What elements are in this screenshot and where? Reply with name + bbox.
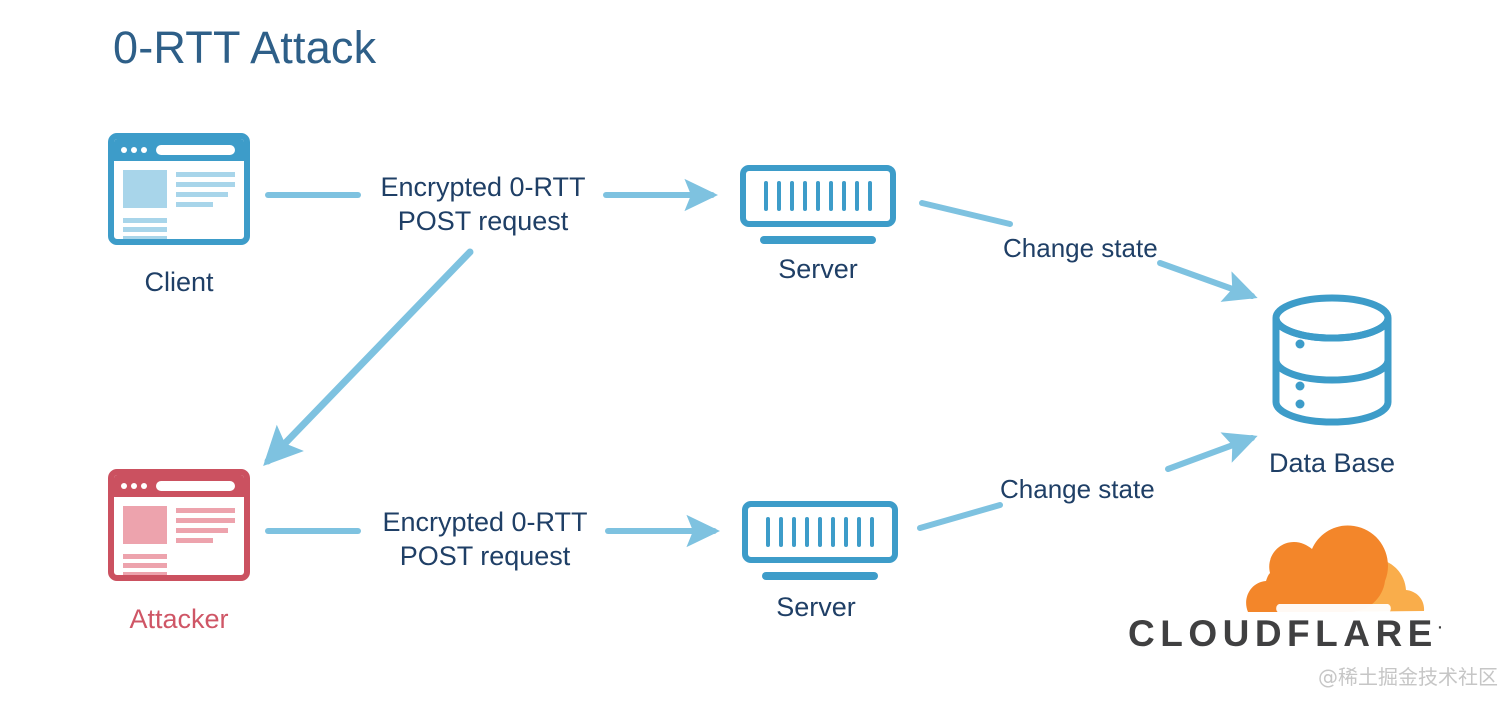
- server-chassis: [742, 501, 898, 563]
- browser-titlebar: [114, 139, 244, 161]
- attacker-browser-window-icon: [108, 469, 250, 581]
- browser-content: [114, 497, 244, 548]
- flow-label-line2: POST request: [397, 206, 569, 236]
- window-dot-red-icon: [121, 147, 127, 153]
- content-text-lines: [176, 170, 235, 212]
- database-label: Data Base: [1268, 448, 1396, 478]
- connector-server-bottom-to-db-a: [917, 502, 1003, 531]
- browser-titlebar: [114, 475, 244, 497]
- server-stand: [760, 236, 876, 244]
- window-dot-yellow-icon: [131, 483, 137, 489]
- browser-content: [114, 161, 244, 212]
- cloudflare-trademark-mark: ·: [1437, 619, 1443, 637]
- flow-label-line1: Encrypted 0-RTT: [382, 507, 588, 537]
- server-rack-icon-top: [740, 165, 896, 244]
- window-dot-yellow-icon: [131, 147, 137, 153]
- client-browser-window-icon: [108, 133, 250, 245]
- content-subtext-lines: [114, 548, 176, 575]
- watermark-text: @稀土掘金技术社区: [1318, 665, 1498, 689]
- content-subtext-lines: [114, 212, 176, 239]
- browser-address-bar: [156, 145, 235, 155]
- window-dot-green-icon: [141, 147, 147, 153]
- content-thumbnail: [123, 506, 167, 544]
- cloudflare-wordmark-text: CLOUDFLARE: [1128, 613, 1438, 654]
- server-rack-icon-bottom: [742, 501, 898, 580]
- flow-label-line1: Encrypted 0-RTT: [380, 172, 586, 202]
- cloudflare-wordmark: CLOUDFLARE·: [1128, 613, 1443, 655]
- window-dot-green-icon: [141, 483, 147, 489]
- database-cylinder-icon: [1272, 294, 1392, 426]
- window-dot-red-icon: [121, 483, 127, 489]
- connector-server-top-to-db-a: [919, 200, 1013, 227]
- cloudflare-cloud-icon: [1246, 525, 1425, 613]
- database-indicator-dots: [1295, 339, 1305, 409]
- server-top-label: Server: [778, 254, 858, 284]
- client-label: Client: [144, 267, 214, 297]
- flow-label-server-top-to-db: Change state: [1003, 233, 1158, 263]
- flow-label-attacker-to-server: Encrypted 0-RTT POST request: [365, 505, 605, 573]
- flow-label-line2: POST request: [399, 541, 571, 571]
- attacker-label: Attacker: [129, 604, 229, 634]
- server-stand: [762, 572, 878, 580]
- connector-server-top-to-db-b: [1157, 260, 1258, 302]
- connector-server-bottom-to-db-b: [1165, 432, 1258, 472]
- page-title: 0-RTT Attack: [113, 22, 377, 73]
- content-text-lines: [176, 506, 235, 548]
- flow-label-client-to-server: Encrypted 0-RTT POST request: [363, 170, 603, 238]
- server-bottom-label: Server: [776, 592, 856, 622]
- browser-address-bar: [156, 481, 235, 491]
- server-chassis: [740, 165, 896, 227]
- content-thumbnail: [123, 170, 167, 208]
- flow-label-server-bottom-to-db: Change state: [1000, 474, 1155, 504]
- connector-client-to-attacker: [263, 248, 474, 467]
